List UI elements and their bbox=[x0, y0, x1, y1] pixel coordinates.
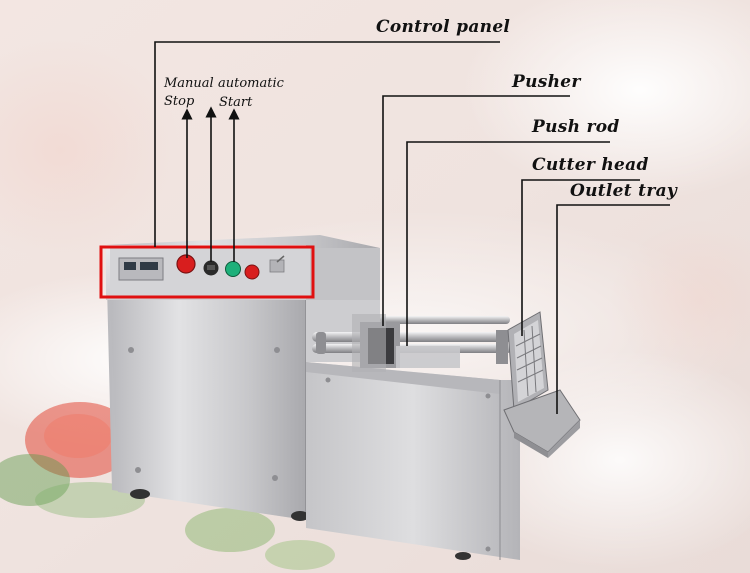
machine-illustration bbox=[106, 235, 581, 560]
tomato-blur bbox=[25, 402, 135, 478]
leader-push-rod bbox=[406, 141, 610, 346]
label-stop: Stop bbox=[164, 94, 195, 109]
leader-outlet-tray bbox=[556, 204, 670, 414]
label-start: Start bbox=[219, 95, 253, 110]
label-cutter-head: Cutter head bbox=[532, 155, 649, 175]
label-pusher: Pusher bbox=[512, 72, 581, 92]
leader-cutter-head bbox=[521, 179, 640, 336]
push-rod-assembly bbox=[312, 314, 512, 372]
label-outlet-tray: Outlet tray bbox=[570, 181, 678, 201]
label-push-rod: Push rod bbox=[532, 117, 620, 137]
herb-leaf-blur bbox=[0, 454, 335, 570]
label-manual: Manual bbox=[164, 76, 214, 91]
leader-control-panel bbox=[154, 41, 500, 247]
control-panel-highlight-box bbox=[99, 245, 315, 299]
leader-lines bbox=[154, 41, 670, 414]
label-automatic: automatic bbox=[218, 76, 284, 91]
outlet-tray bbox=[503, 389, 581, 458]
leader-pusher bbox=[382, 95, 570, 326]
cutter-head bbox=[507, 311, 549, 411]
control-panel-face bbox=[110, 248, 310, 296]
label-control-panel: Control panel bbox=[376, 17, 511, 37]
button-arrows bbox=[181, 106, 240, 262]
